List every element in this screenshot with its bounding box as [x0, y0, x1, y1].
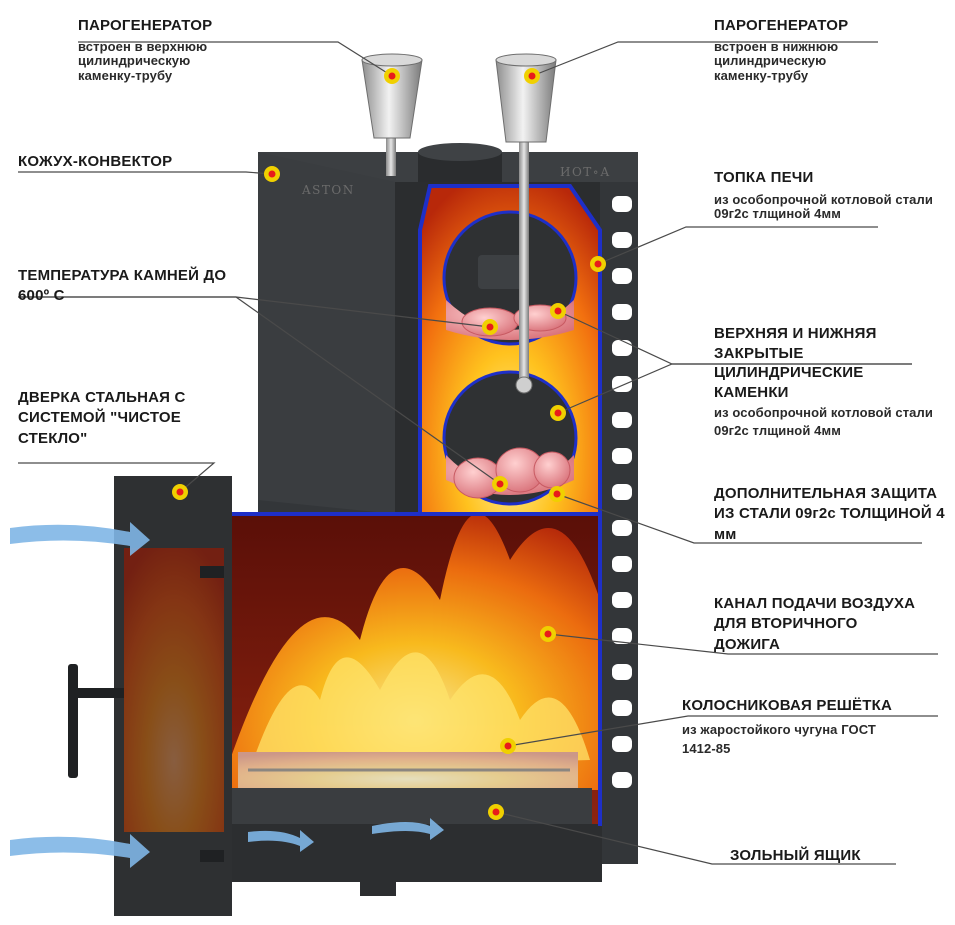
callout-title: КОЖУХ-КОНВЕКТОР — [18, 153, 173, 170]
brand-right-text: ИОТ∘А — [560, 165, 611, 179]
casing-slat-opening — [612, 556, 632, 572]
callout-title: ДВЕРКА СТАЛЬНАЯ С СИСТЕМОЙ "ЧИСТОЕ СТЕКЛ… — [18, 389, 186, 447]
callout-casing: КОЖУХ-КОНВЕКТОР — [18, 153, 238, 171]
casing-slat-opening — [612, 484, 632, 500]
casing-slat-opening — [612, 628, 632, 644]
callout-title: КОЛОСНИКОВАЯ РЕШЁТКА — [682, 697, 893, 714]
casing-slat-opening — [612, 448, 632, 464]
callout-sub: из особопрочной котловой стали 09г2с тлщ… — [714, 191, 933, 222]
ash-drawer — [232, 788, 602, 896]
casing-slat-opening — [612, 592, 632, 608]
leader-lines — [18, 41, 938, 865]
casing-slat-opening — [612, 376, 632, 392]
casing-slat-opening — [612, 196, 632, 212]
lower-stone-cylinder — [442, 370, 578, 506]
casing-slat-opening — [612, 664, 632, 680]
casing-slat-opening — [612, 700, 632, 716]
callout-protection: ДОПОЛНИТЕЛЬНАЯ ЗАЩИТА ИЗ СТАЛИ 09г2с ТОЛ… — [714, 484, 949, 545]
casing-slat-opening — [612, 304, 632, 320]
casing-slat-opening — [612, 736, 632, 752]
steam-pipe-left — [361, 53, 423, 176]
callout-ash-box: ЗОЛЬНЫЙ ЯЩИК — [730, 847, 930, 865]
callout-stones: ВЕРХНЯЯ И НИЖНЯЯ ЗАКРЫТЫЕ ЦИЛИНДРИЧЕСКИЕ… — [714, 324, 949, 440]
door-handle[interactable] — [68, 664, 124, 778]
callout-door: ДВЕРКА СТАЛЬНАЯ С СИСТЕМОЙ "ЧИСТОЕ СТЕКЛ… — [18, 388, 218, 449]
callout-title: ДОПОЛНИТЕЛЬНАЯ ЗАЩИТА ИЗ СТАЛИ 09г2с ТОЛ… — [714, 485, 945, 543]
callout-sub: встроен в нижнюю цилиндрическую каменку-… — [714, 38, 839, 83]
callout-sub: встроен в верхнюю цилиндрическую каменку… — [78, 38, 208, 83]
callout-title: КАНАЛ ПОДАЧИ ВОЗДУХА ДЛЯ ВТОРИЧНОГО ДОЖИ… — [714, 595, 916, 653]
callout-title: ВЕРХНЯЯ И НИЖНЯЯ ЗАКРЫТЫЕ ЦИЛИНДРИЧЕСКИЕ… — [714, 325, 877, 401]
callout-title: ТЕМПЕРАТУРА КАМНЕЙ ДО 600º С — [18, 267, 227, 305]
brand-left-text: ASTON — [301, 183, 355, 197]
callout-stone-temp: ТЕМПЕРАТУРА КАМНЕЙ ДО 600º С — [18, 266, 238, 307]
casing-slat-opening — [612, 340, 632, 356]
callout-grate: КОЛОСНИКОВАЯ РЕШЁТКА из жаростойкого чуг… — [682, 697, 942, 758]
air-arrows — [10, 522, 444, 868]
callout-title: ПАРОГЕНЕРАТОР — [78, 17, 213, 34]
casing-slat-opening — [612, 232, 632, 248]
casing-slat-opening — [612, 520, 632, 536]
chimney-collar — [418, 143, 502, 182]
callout-steam-bottom: ПАРОГЕНЕРАТОР встроен в нижнюю цилиндрич… — [714, 17, 914, 83]
casing-slat-opening — [612, 268, 632, 284]
callout-title: ЗОЛЬНЫЙ ЯЩИК — [730, 847, 861, 864]
callout-sub: из особопрочной котловой стали 09г2с тлщ… — [714, 405, 933, 439]
callout-sub: из жаростойкого чугуна ГОСТ 1412-85 — [682, 721, 876, 756]
casing-slat-opening — [612, 412, 632, 428]
grate-logs — [238, 752, 578, 788]
casing-front-panel — [258, 152, 395, 514]
casing-slat-opening — [612, 772, 632, 788]
callout-steam-top: ПАРОГЕНЕРАТОР встроен в верхнюю цилиндри… — [78, 17, 298, 83]
callout-title: ПАРОГЕНЕРАТОР — [714, 17, 849, 34]
callout-firebox: ТОПКА ПЕЧИ из особопрочной котловой стал… — [714, 169, 949, 222]
callout-air-channel: КАНАЛ ПОДАЧИ ВОЗДУХА ДЛЯ ВТОРИЧНОГО ДОЖИ… — [714, 594, 939, 655]
callout-title: ТОПКА ПЕЧИ — [714, 169, 814, 186]
markers — [172, 68, 606, 820]
steam-pipe-right — [495, 53, 557, 394]
